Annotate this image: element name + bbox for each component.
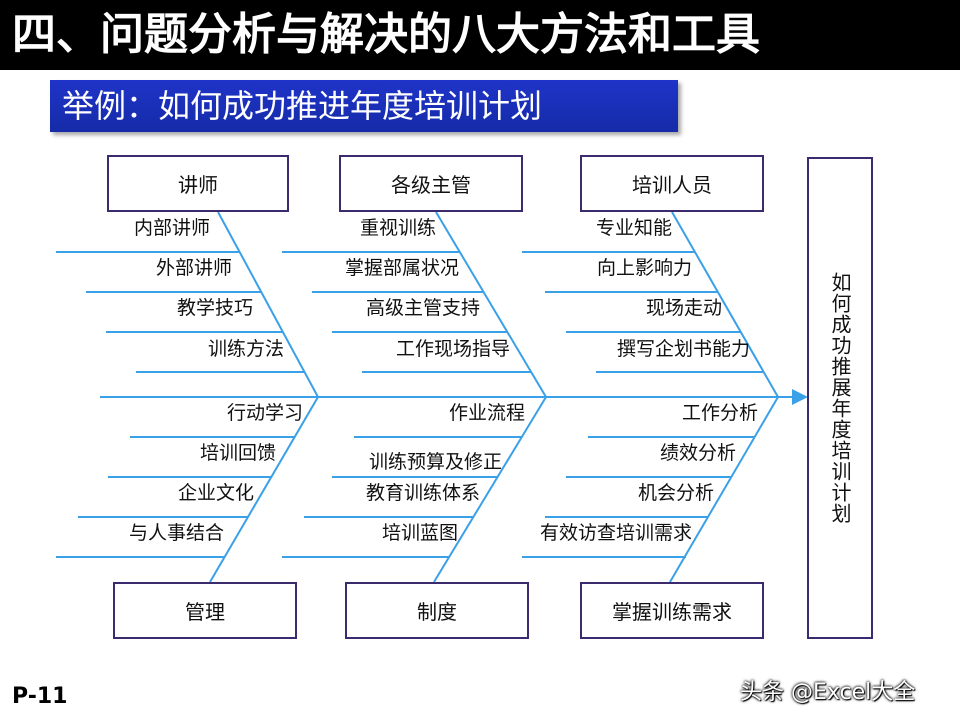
cause-label: 与人事结合 [128, 522, 224, 544]
category-box-bottom-2: 制度 [345, 582, 529, 639]
cause-label: 重视训练 [359, 217, 436, 239]
cause-label: 教学技巧 [176, 297, 253, 319]
bone-line [671, 211, 779, 398]
cause-label: 教育训练体系 [365, 482, 480, 504]
cause-label: 向上影响力 [596, 257, 692, 279]
cause-label: 企业文化 [177, 482, 254, 504]
category-box-bottom-1: 管理 [113, 582, 297, 639]
bone-line [209, 396, 319, 583]
category-box-top-2: 各级主管 [339, 155, 523, 212]
cause-label: 掌握部属状况 [344, 257, 459, 279]
cause-label: 高级主管支持 [365, 297, 480, 319]
category-box-top-3: 培训人员 [580, 155, 764, 212]
cause-label: 培训回馈 [199, 442, 276, 464]
cause-label: 专业知能 [595, 217, 672, 239]
bone-line [433, 396, 547, 583]
cause-label: 撰写企划书能力 [616, 338, 750, 360]
cause-label: 有效访查培训需求 [539, 522, 692, 544]
category-box-bottom-3: 掌握训练需求 [580, 582, 764, 639]
bone-line [435, 211, 547, 398]
watermark: 头条 @Excel大全 [740, 680, 916, 705]
cause-label: 工作分析 [681, 402, 758, 424]
cause-label: 工作现场指导 [395, 338, 510, 360]
page-subtitle: 举例：如何成功推进年度培训计划 [50, 80, 678, 132]
cause-label: 绩效分析 [659, 442, 736, 464]
effect-box: 如何成功推展年度培训计划 [807, 157, 873, 639]
cause-label: 作业流程 [448, 402, 525, 424]
page-number: P-11 [12, 684, 68, 709]
category-box-top-1: 讲师 [107, 155, 289, 212]
effect-label: 如何成功推展年度培训计划 [828, 272, 852, 524]
cause-label: 内部讲师 [133, 217, 210, 239]
bone-line [669, 396, 779, 583]
cause-label: 行动学习 [226, 402, 303, 424]
cause-label: 培训蓝图 [381, 522, 458, 544]
cause-label: 机会分析 [637, 482, 714, 504]
cause-label: 训练预算及修正 [368, 451, 502, 473]
cause-label: 外部讲师 [155, 257, 232, 279]
cause-label: 现场走动 [645, 297, 722, 319]
cause-label: 训练方法 [207, 338, 284, 360]
bone-line [217, 211, 319, 398]
page-title: 四、问题分析与解决的八大方法和工具 [0, 0, 960, 70]
